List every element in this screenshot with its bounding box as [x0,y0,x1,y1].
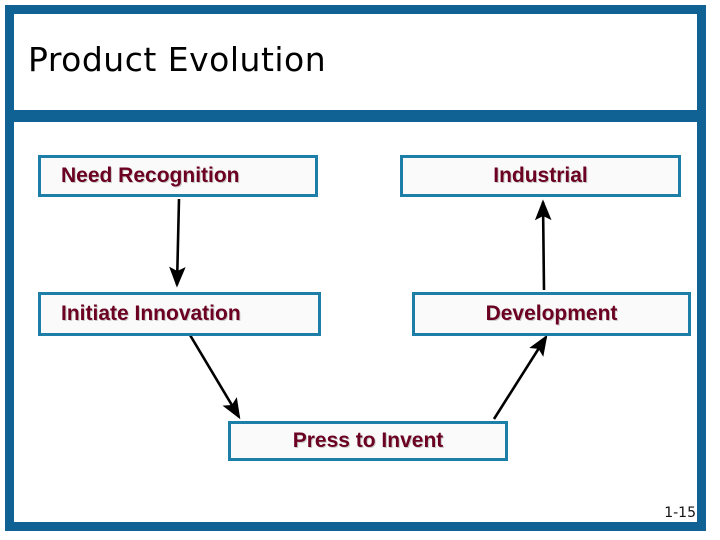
slide-page-number: 1-15 [664,505,696,521]
node-industrial[interactable]: Industrial [400,155,681,197]
node-label: Press to Invent [292,429,444,452]
node-label: Initiate Innovation [61,302,241,325]
node-label: Need Recognition [61,164,240,187]
node-label: Development [485,302,618,325]
node-initiate-innovation[interactable]: Initiate Innovation [38,292,321,336]
title-separator-rule [14,110,706,122]
page-title: Product Evolution [28,40,327,79]
title-band: Product Evolution [14,14,697,110]
node-need-recognition[interactable]: Need Recognition [38,155,318,197]
node-press-to-invent[interactable]: Press to Invent [228,421,508,461]
node-development[interactable]: Development [412,292,691,336]
node-label: Industrial [493,164,588,187]
